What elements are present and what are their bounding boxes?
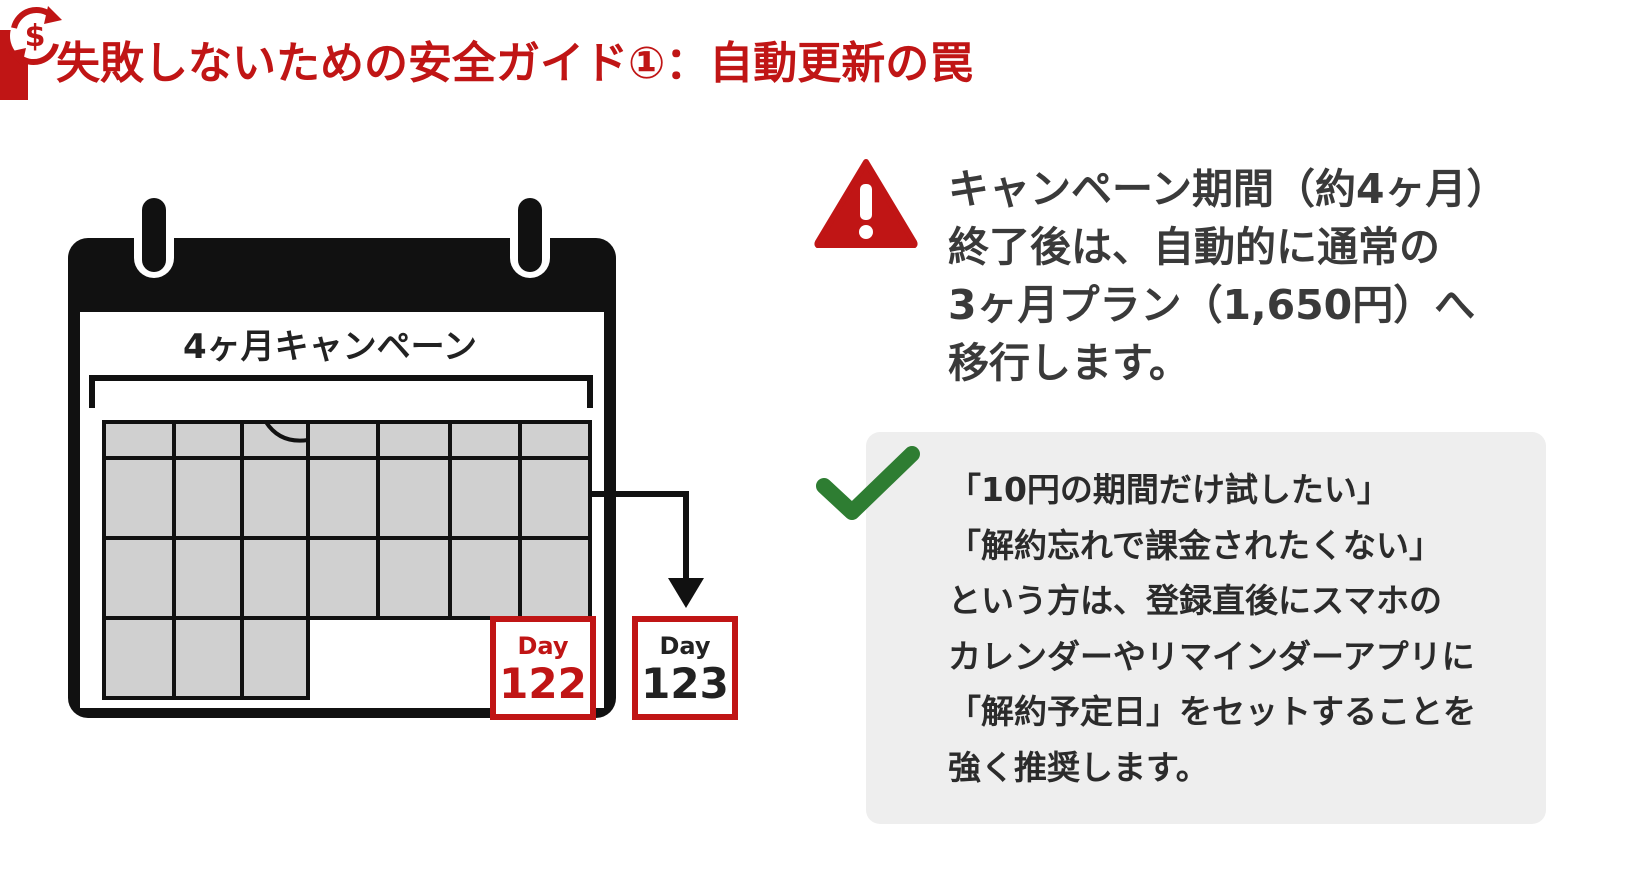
- day-123-number: 123: [641, 659, 729, 708]
- warning-line-1: キャンペーン期間（約4ヶ月）: [948, 165, 1508, 213]
- day-122-number: 122: [499, 659, 587, 708]
- tip-panel: [866, 432, 1546, 824]
- tip-line-4: カレンダーやリマインダーアプリに: [948, 636, 1475, 676]
- day-123-word: Day: [659, 632, 711, 660]
- campaign-calendar: 4ヶ月キャンペーン Day 122 Day 123 $: [0, 0, 800, 884]
- campaign-label: 4ヶ月キャンペーン: [183, 327, 477, 367]
- page-title: 失敗しないための安全ガイド①：自動更新の罠: [56, 38, 974, 89]
- binder-ring-right: [518, 198, 542, 272]
- tip-line-5: 「解約予定日」をセットすることを: [948, 692, 1476, 731]
- tip-line-3: という方は、登録直後にスマホの: [948, 581, 1443, 620]
- renewal-currency-symbol: $: [25, 19, 46, 54]
- warning-line-3: 3ヶ月プラン（1,650円）へ: [948, 281, 1476, 329]
- page-curl: [264, 420, 309, 443]
- checkmark-icon: [816, 446, 920, 520]
- warning-line-4: 移行します。: [948, 339, 1190, 387]
- auto-renew-dollar-icon: $: [8, 6, 62, 66]
- tip-line-1: 「10円の期間だけ試したい」: [948, 470, 1390, 509]
- calendar-graphic: [68, 192, 704, 718]
- binder-ring-left: [142, 198, 166, 272]
- warning-line-2: 終了後は、自動的に通常の: [948, 223, 1440, 271]
- campaign-bracket: [89, 375, 593, 408]
- transition-arrow-head: [668, 578, 704, 608]
- calendar-grid: [102, 420, 592, 700]
- day-122-word: Day: [517, 632, 569, 660]
- day-123-box: Day 123: [632, 616, 738, 720]
- day-122-box: Day 122: [490, 616, 596, 720]
- transition-arrow-line: [590, 491, 689, 596]
- tip-line-6: 強く推奨します。: [948, 747, 1209, 787]
- warning-triangle-icon: [814, 159, 918, 248]
- tip-line-2: 「解約忘れで課金されたくない」: [948, 525, 1443, 565]
- tip-message: 「10円の期間だけ試したい」 「解約忘れで課金されたくない」 という方は、登録直…: [948, 462, 1544, 795]
- warning-message: キャンペーン期間（約4ヶ月） 終了後は、自動的に通常の 3ヶ月プラン（1,650…: [948, 160, 1548, 392]
